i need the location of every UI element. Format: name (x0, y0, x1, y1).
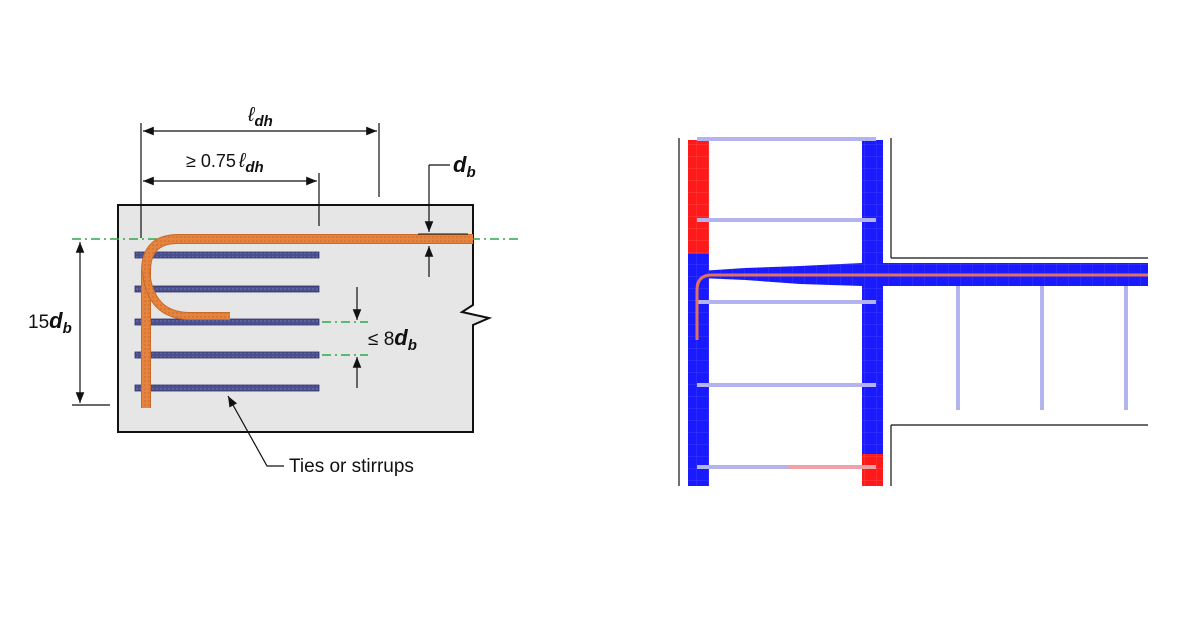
tie-bar (134, 285, 320, 293)
ldh-label: ℓdh (247, 104, 273, 130)
break-line (460, 304, 492, 326)
tie-bar (134, 351, 320, 359)
ties-group (134, 251, 320, 392)
15db-label: 15db (28, 308, 72, 337)
column-bar-right-red (862, 454, 883, 486)
ties-label: Ties or stirrups (289, 456, 414, 477)
ties-leader (227, 395, 284, 467)
beam-column-joint-model (678, 137, 1148, 486)
tie-bar (134, 251, 320, 259)
hooked-bar (141, 234, 473, 408)
hooked-bar-line (695, 273, 1148, 340)
db-label: db (453, 152, 476, 181)
tie-bar (134, 384, 320, 392)
column-bar-left-blue (688, 254, 709, 486)
column-bar-left-red (688, 140, 709, 254)
8db-label: ≤ 8db (368, 325, 417, 354)
column-bar-right-blue (862, 140, 883, 454)
